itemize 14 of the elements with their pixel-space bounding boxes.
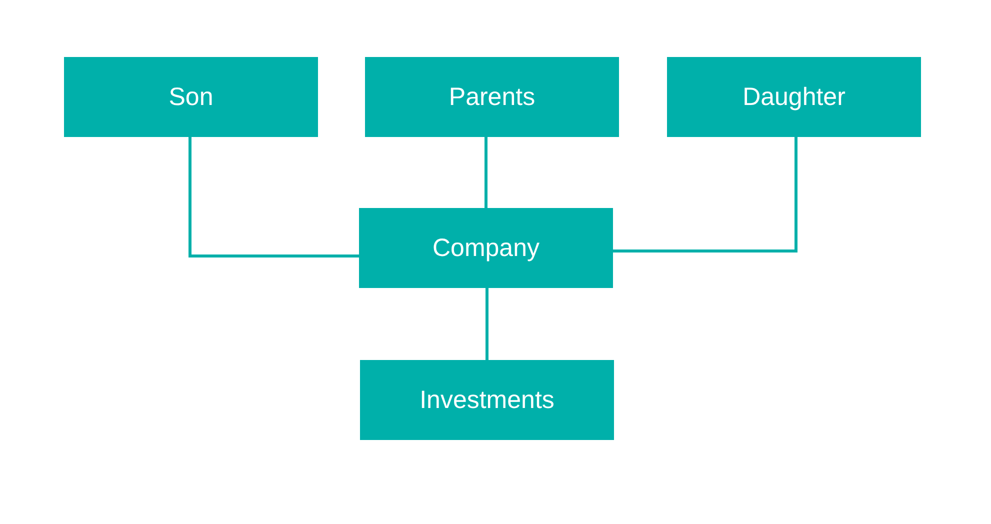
box-label: Parents [448, 82, 536, 112]
box-label: Daughter [742, 82, 846, 112]
process-box [64, 57, 318, 137]
connector-line [486, 288, 488, 360]
box-label: Investments [420, 386, 554, 414]
box-label: Company [432, 234, 540, 262]
box-label: Son [168, 82, 214, 112]
process-box [667, 57, 921, 137]
process-box [359, 208, 613, 288]
process-box [365, 57, 619, 137]
process-box [360, 360, 614, 440]
connector-line [613, 137, 798, 252]
connector-line [484, 137, 488, 208]
connector-line [188, 137, 359, 258]
